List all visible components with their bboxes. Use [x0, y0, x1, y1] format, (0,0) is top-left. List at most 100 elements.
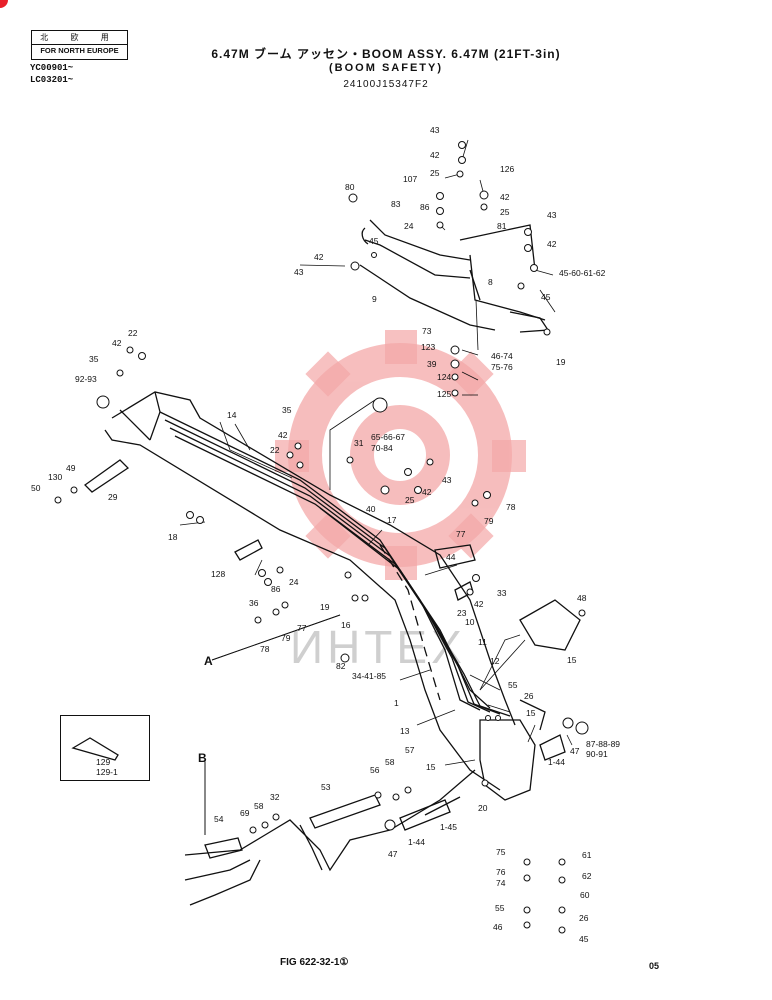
callout-label: 90-91 — [586, 749, 608, 759]
callout-label: 18 — [168, 532, 178, 542]
callout-label: 25 — [430, 168, 440, 178]
callout-label: 126 — [500, 164, 514, 174]
callout-label: 22 — [270, 445, 280, 455]
callout-label: 9 — [372, 294, 377, 304]
callout-label: 25 — [405, 495, 415, 505]
callout-label: 45 — [579, 934, 589, 944]
callout-label: 20 — [478, 803, 488, 813]
callout-label: 43 — [430, 125, 440, 135]
callout-label: 45 — [369, 236, 379, 246]
callout-label: 60 — [580, 890, 590, 900]
callout-label: 42 — [430, 150, 440, 160]
callout-label: 10 — [465, 617, 475, 627]
callout-label: 107 — [403, 174, 417, 184]
callout-label: 42 — [112, 338, 122, 348]
callout-label: 124 — [437, 372, 451, 382]
callout-label: 43 — [547, 210, 557, 220]
callout-label: 42 — [278, 430, 288, 440]
figure-reference: FIG 622-32-1① — [280, 957, 349, 968]
callout-label: 35 — [89, 354, 99, 364]
callout-label: 77 — [456, 529, 466, 539]
callout-label: 23 — [457, 608, 467, 618]
callout-label: 128 — [211, 569, 225, 579]
callout-label: 8 — [488, 277, 493, 287]
region-divider — [32, 44, 127, 45]
callout-label: 78 — [260, 644, 270, 654]
callout-label: 75 — [496, 847, 506, 857]
boom-outline — [71, 219, 581, 906]
callout-label: 42 — [500, 192, 510, 202]
callout-label: 31 — [354, 438, 364, 448]
callout-label: 82 — [336, 661, 346, 671]
callout-label: 45-60-61-62 — [559, 268, 606, 278]
callout-label: 15 — [426, 762, 436, 772]
callout-label: 56 — [370, 765, 380, 775]
callout-label: 45 — [541, 292, 551, 302]
callout-label: 47 — [570, 746, 580, 756]
callout-label: 43 — [294, 267, 304, 277]
callout-label: 48 — [577, 593, 587, 603]
fasteners — [54, 141, 589, 934]
callout-label: 86 — [271, 584, 281, 594]
region-label-en: FOR NORTH EUROPE — [40, 46, 119, 55]
callout-label: 34-41-85 — [352, 671, 386, 681]
callout-label: 70-84 — [371, 443, 393, 453]
callout-label: 58 — [254, 801, 264, 811]
serial-start-yc: YC00901~ — [30, 63, 74, 73]
callout-label: 33 — [497, 588, 507, 598]
callout-label: 29 — [108, 492, 118, 502]
callout-label: 62 — [582, 871, 592, 881]
callout-label: 24 — [289, 577, 299, 587]
callout-label: 12 — [490, 656, 500, 666]
callout-label: 15 — [567, 655, 577, 665]
section-arrow-a — [211, 614, 341, 661]
callout-label: 79 — [484, 516, 494, 526]
section-label-b: B — [198, 751, 207, 765]
callout-label: 61 — [582, 850, 592, 860]
inset-box — [60, 715, 150, 781]
callout-label: 87-88-89 — [586, 739, 620, 749]
callout-label: 76 — [496, 867, 506, 877]
callout-label: 80 — [345, 182, 355, 192]
callout-label: 13 — [400, 726, 410, 736]
assembly-part-number: 24100J15347F2 — [343, 79, 429, 90]
callout-label: 40 — [366, 504, 376, 514]
callout-label: 44 — [446, 552, 456, 562]
callout-label: 123 — [421, 342, 435, 352]
callout-label: 65-66-67 — [371, 432, 405, 442]
callout-label: 22 — [128, 328, 138, 338]
callout-label: 24 — [404, 221, 414, 231]
callout-label: 1-44 — [408, 837, 425, 847]
callout-label: 83 — [391, 199, 401, 209]
callout-label: 49 — [66, 463, 76, 473]
callout-label: 78 — [506, 502, 516, 512]
callout-label: 130 — [48, 472, 62, 482]
serial-start-lc: LC03201~ — [30, 75, 74, 85]
callout-label: 42 — [547, 239, 557, 249]
page-number: 05 — [649, 961, 660, 971]
callout-label: 92-93 — [75, 374, 97, 384]
callout-label: 26 — [579, 913, 589, 923]
section-label-a: A — [204, 654, 213, 668]
callout-label: 1-45 — [440, 822, 457, 832]
callout-label: 50 — [31, 483, 41, 493]
callout-label: 55 — [495, 903, 505, 913]
callout-label: 73 — [422, 326, 432, 336]
callout-label: 14 — [227, 410, 237, 420]
callout-label: 47 — [388, 849, 398, 859]
callout-label: 42 — [474, 599, 484, 609]
callout-label: 53 — [321, 782, 331, 792]
callout-label: 75-76 — [491, 362, 513, 372]
callout-label: 19 — [556, 357, 566, 367]
callout-label: 16 — [341, 620, 351, 630]
region-box: 北 欧 用 FOR NORTH EUROPE — [31, 30, 128, 60]
callout-label: 58 — [385, 757, 395, 767]
region-label-jp: 北 欧 用 — [40, 33, 119, 42]
callout-label: 39 — [427, 359, 437, 369]
callout-label: 129-1 — [96, 767, 118, 777]
callout-label: 46-74 — [491, 351, 513, 361]
callout-label: 55 — [508, 680, 518, 690]
callout-label: 1-44 — [548, 757, 565, 767]
callout-label: 77 — [297, 623, 307, 633]
